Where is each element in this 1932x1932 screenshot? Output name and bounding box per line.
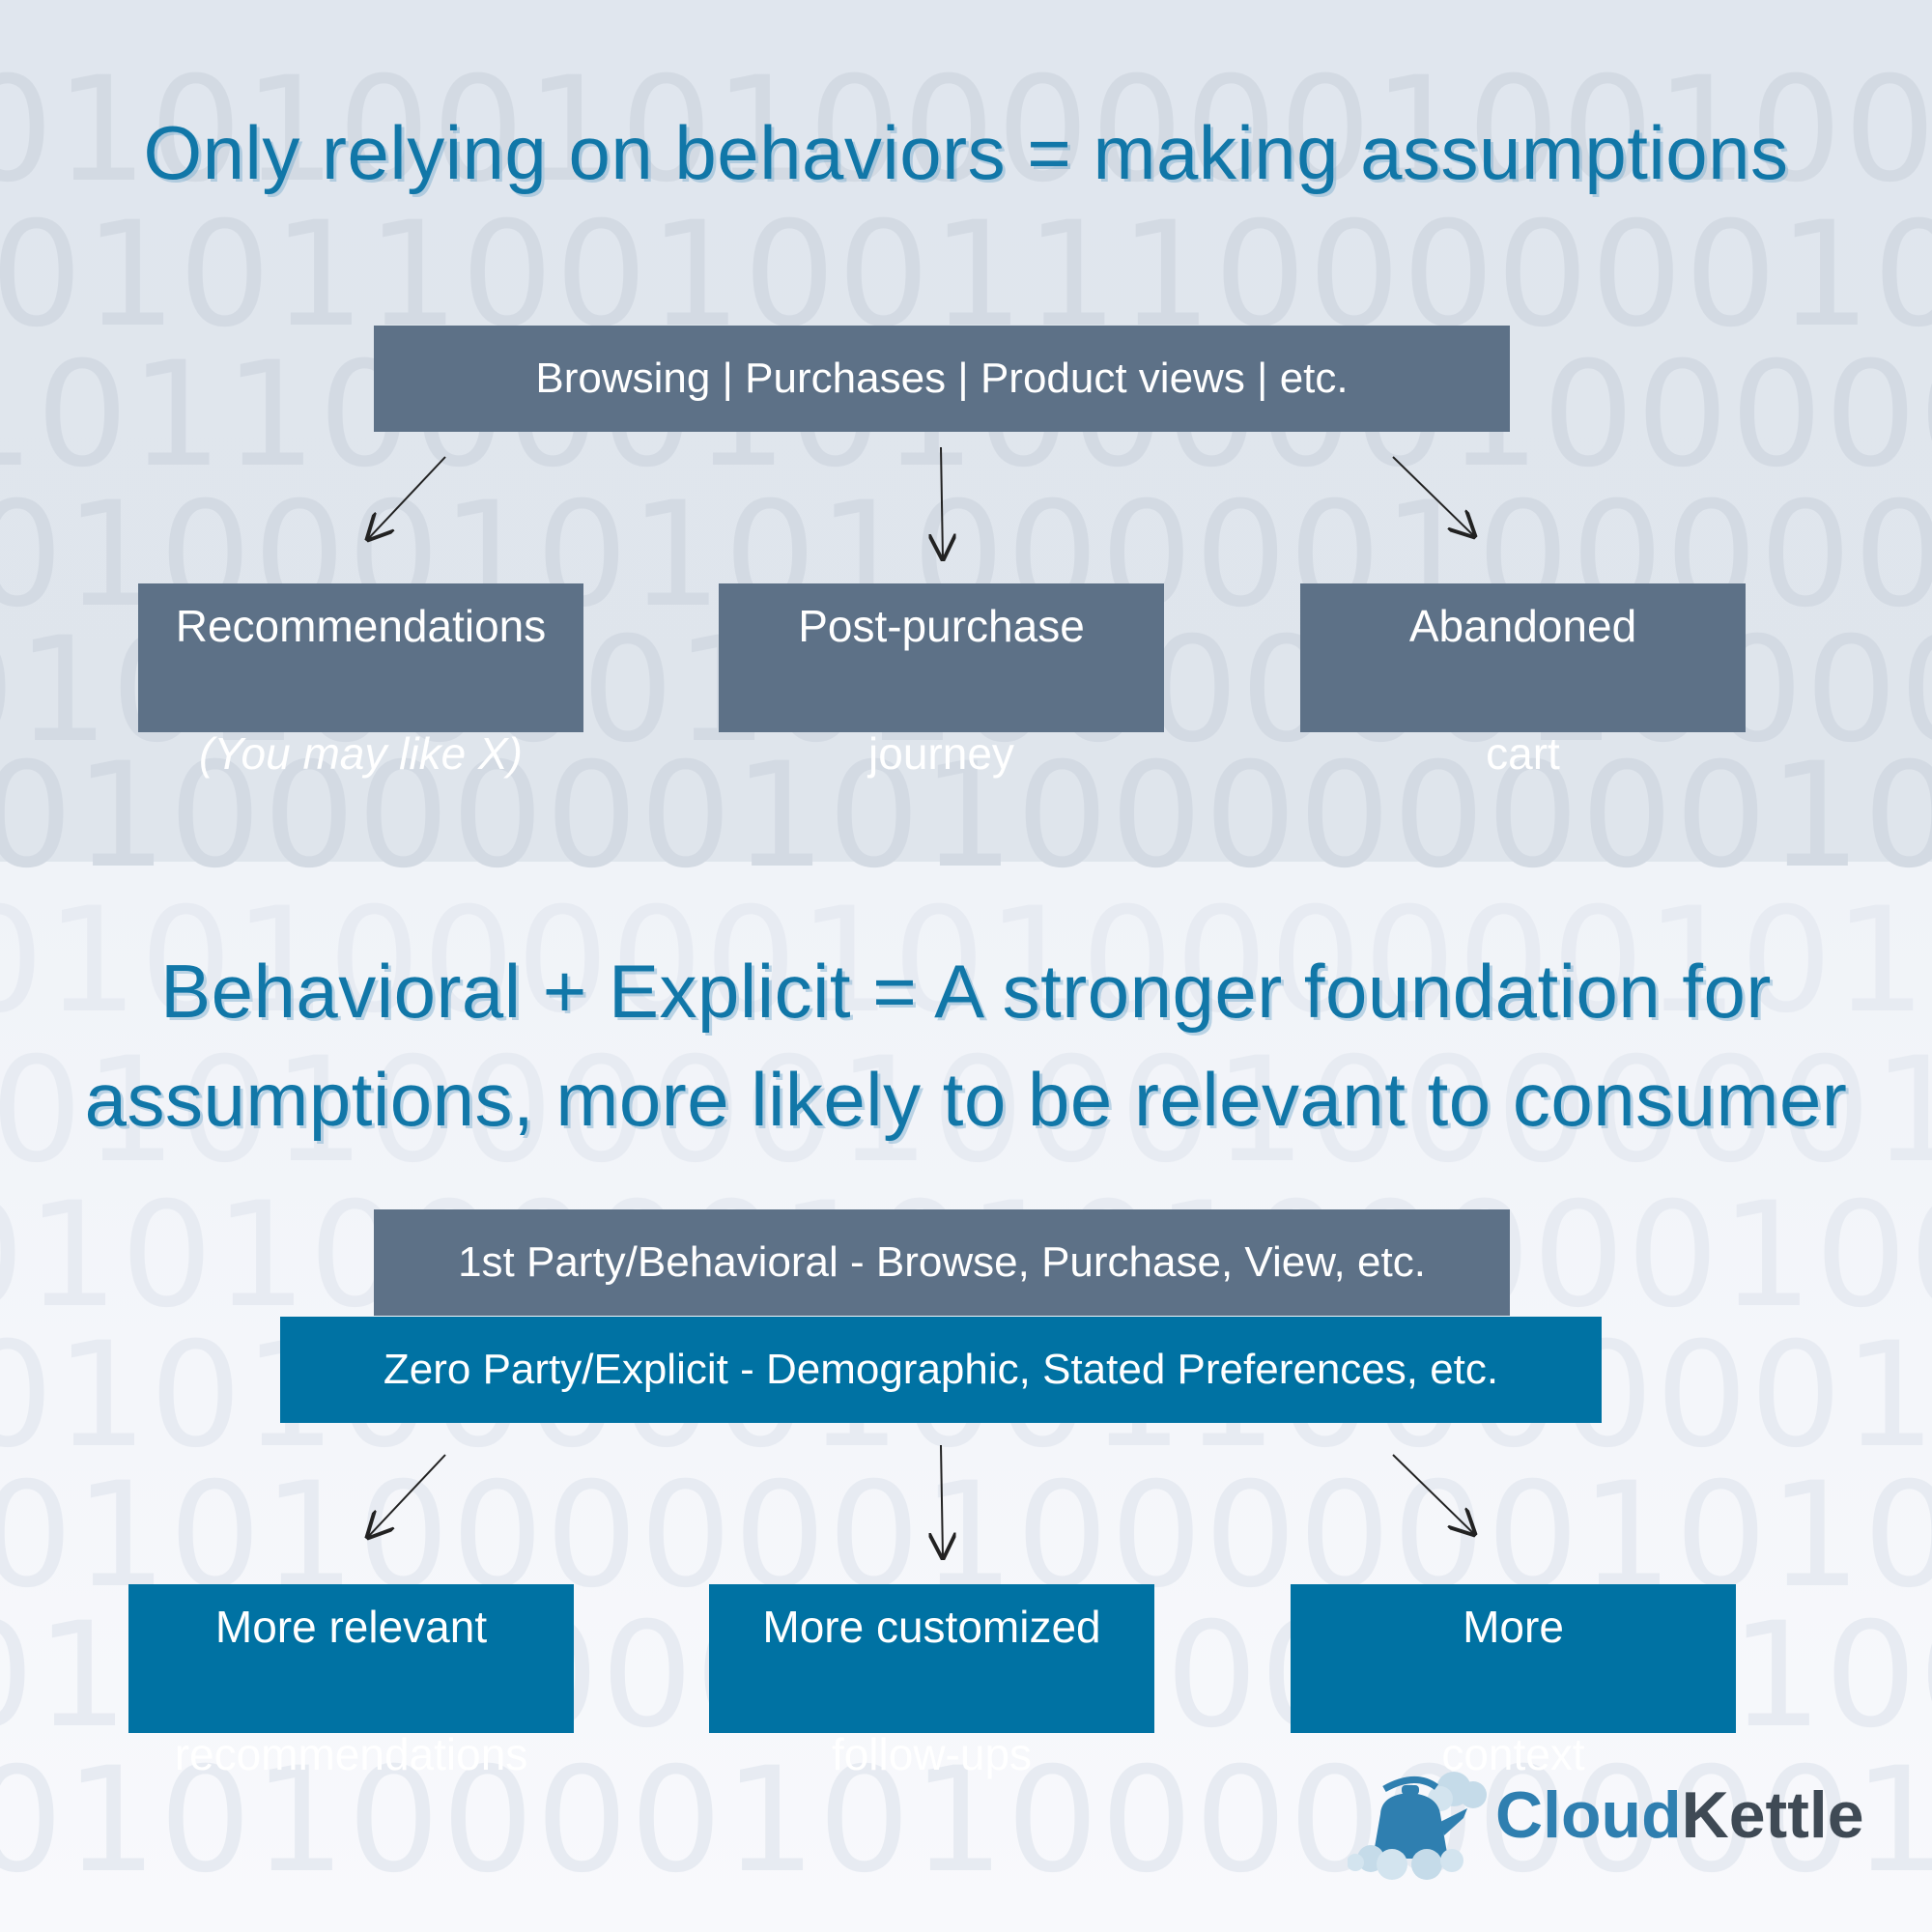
outcome-line2: journey: [868, 728, 1014, 779]
outcome-recommendations-box: Recommendations (You may like X): [138, 583, 583, 779]
outcome-label: Abandoned cart: [1409, 530, 1636, 785]
behavioral-data-bar: 1st Party/Behavioral - Browse, Purchase,…: [374, 1209, 1510, 1316]
outcome-label: More context: [1441, 1531, 1584, 1786]
arrow-to-recommendations: [368, 456, 446, 539]
arrow-to-customized-followups: [941, 1444, 943, 1557]
outcome-line1: More customized: [762, 1602, 1101, 1652]
outcome-label: Recommendations (You may like X): [176, 530, 547, 785]
outcome-abandoned-cart-box: Abandoned cart: [1300, 583, 1746, 779]
cloudkettle-logo: CloudKettle: [1348, 1758, 1869, 1884]
outcome-label: Post-purchase journey: [798, 530, 1085, 785]
outcome-line2: cart: [1486, 728, 1560, 779]
outcome-relevant-recommendations-box: More relevant recommendations: [128, 1584, 574, 1779]
outcome-more-context-box: More context: [1291, 1584, 1736, 1779]
outcome-label: More relevant recommendations: [175, 1531, 528, 1786]
outcome-line1: Abandoned: [1408, 601, 1637, 651]
outcome-line1: More: [1463, 1602, 1564, 1652]
arrow-to-relevant-recommendations: [368, 1454, 446, 1537]
outcome-line1: More relevant: [214, 1602, 488, 1652]
bottom-heading-line2: assumptions, more likely to be relevant …: [84, 1057, 1848, 1142]
outcome-label: More customized follow-ups: [762, 1531, 1100, 1786]
outcome-post-purchase-box: Post-purchase journey: [719, 583, 1164, 779]
kettle-cloud-icon: [1348, 1772, 1487, 1880]
outcome-line2: context: [1441, 1729, 1585, 1779]
logo-word-kettle: Kettle: [1681, 1778, 1864, 1852]
arrow-to-more-context: [1392, 1454, 1474, 1534]
arrow-to-post-purchase: [941, 446, 943, 558]
outcome-line1: Recommendations: [175, 601, 547, 651]
outcome-line2: follow-ups: [831, 1729, 1033, 1779]
outcome-line1: Post-purchase: [798, 601, 1085, 651]
behavior-sources-bar: Browsing | Purchases | Product views | e…: [374, 326, 1510, 432]
bottom-heading-line1: Behavioral + Explicit = A stronger found…: [160, 949, 1772, 1034]
logo-word-cloud: Cloud: [1495, 1778, 1682, 1852]
outcome-line2: (You may like X): [199, 728, 523, 779]
outcome-line2: recommendations: [174, 1729, 528, 1779]
logo-wordmark: CloudKettle: [1495, 1777, 1864, 1853]
explicit-data-bar: Zero Party/Explicit - Demographic, State…: [280, 1317, 1602, 1423]
arrow-to-abandoned-cart: [1392, 456, 1474, 536]
outcome-customized-followups-box: More customized follow-ups: [709, 1584, 1154, 1779]
top-heading: Only relying on behaviors = making assum…: [143, 110, 1789, 195]
